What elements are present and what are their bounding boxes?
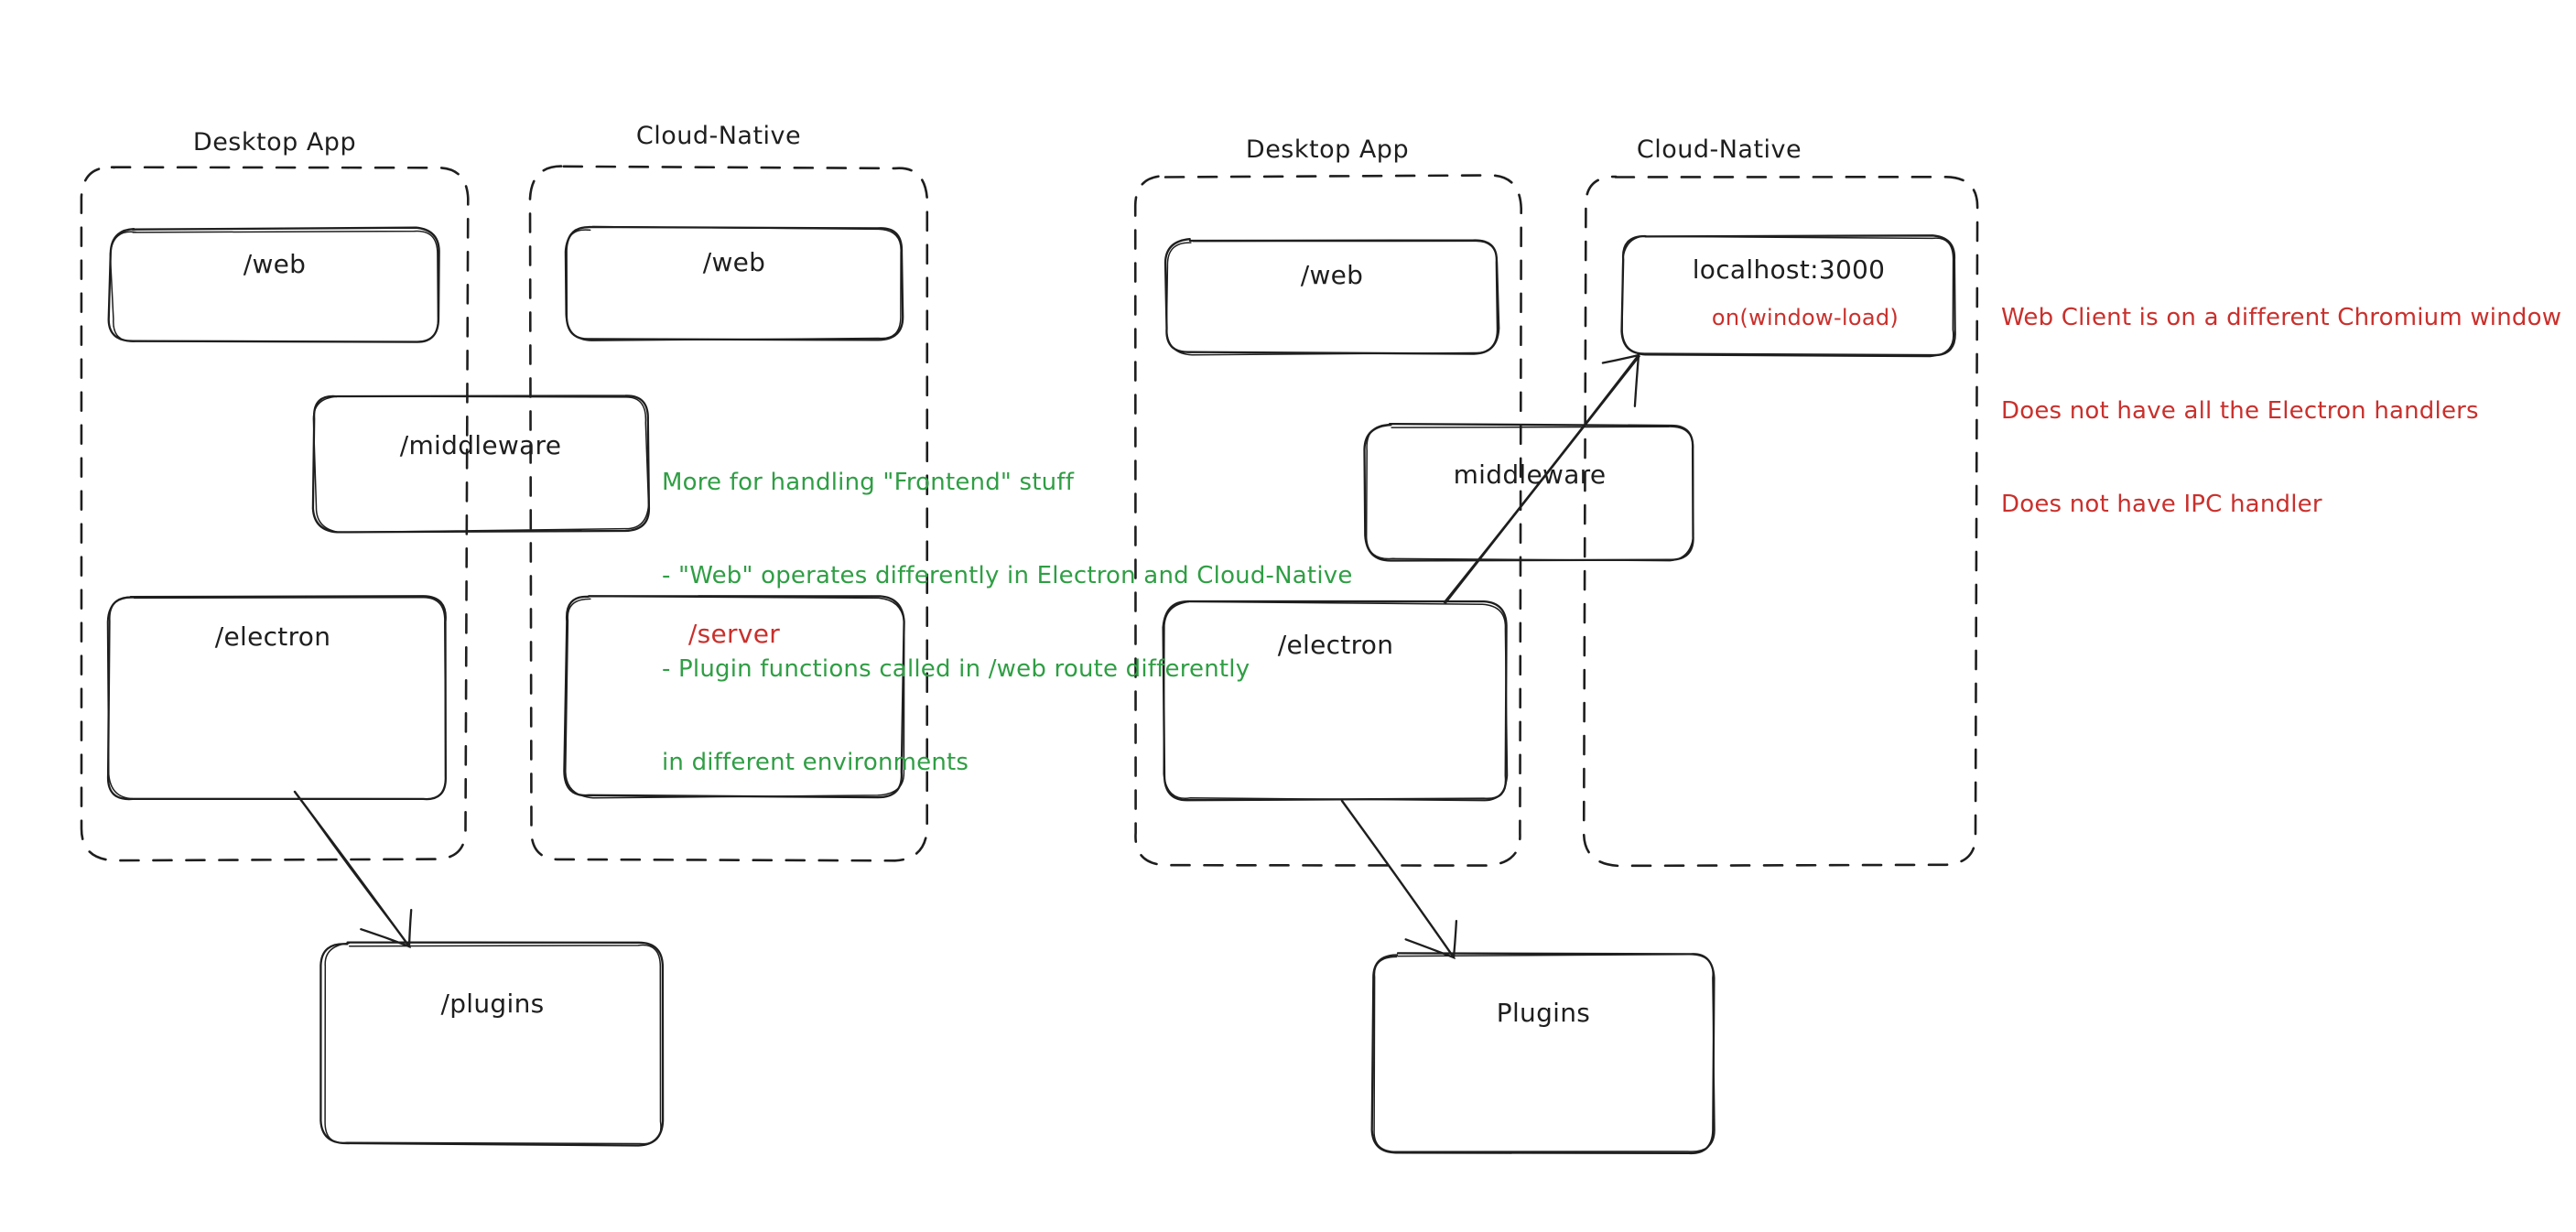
group-box-right-desktop-app (1133, 174, 1522, 867)
arrow-right-electron-to-plugins-sketch-pass (1342, 801, 1456, 959)
node-left-electron[interactable] (108, 597, 447, 800)
node-box-left-web-cloud-sketch-pass (564, 225, 902, 341)
node-left-plugins[interactable] (322, 943, 663, 1144)
group-box-right-cloud-native (1582, 175, 1979, 868)
node-left-server[interactable] (566, 597, 903, 796)
arrow-right-electron-to-localhost (1443, 353, 1640, 604)
node-box-left-server-sketch-pass (565, 595, 905, 799)
arrow-right-electron-to-localhost-head-barb-2 (1601, 353, 1640, 364)
node-box-left-middleware-sketch-pass (312, 395, 650, 534)
node-left-middleware[interactable] (313, 395, 648, 531)
arrow-right-electron-to-plugins-head-barb-2 (1452, 919, 1458, 959)
node-right-web[interactable] (1166, 240, 1498, 353)
arrow-left-electron-to-plugins-sketch-pass (295, 792, 411, 948)
arrow-right-electron-to-localhost-sketch-pass (1445, 355, 1640, 604)
node-box-right-electron-sketch-pass (1163, 600, 1509, 802)
node-box-left-plugins-sketch-pass (324, 942, 662, 1145)
node-box-left-web-desktop-sketch-pass (109, 230, 439, 342)
node-box-right-web-sketch-pass (1165, 240, 1500, 356)
node-box-right-plugins-sketch-pass (1373, 954, 1716, 1152)
node-right-plugins[interactable] (1373, 954, 1714, 1153)
arrow-left-electron-to-plugins-head-barb-2 (407, 908, 413, 948)
node-box-right-middleware-sketch-pass (1365, 423, 1694, 562)
arrow-right-electron-to-plugins-head-barb-1 (1404, 938, 1456, 959)
node-box-right-localhost-sketch-pass (1621, 235, 1954, 358)
node-box-left-plugins (319, 941, 665, 1147)
node-left-web-desktop[interactable] (110, 229, 439, 342)
arrow-left-electron-to-plugins-head-barb-1 (360, 928, 411, 948)
node-right-middleware[interactable] (1366, 425, 1694, 560)
node-right-electron[interactable] (1164, 602, 1507, 800)
node-right-localhost[interactable] (1622, 236, 1955, 355)
node-box-right-localhost (1620, 234, 1956, 357)
arrow-right-electron-to-localhost-head-barb-1 (1633, 353, 1640, 407)
node-box-left-electron-sketch-pass (106, 596, 447, 800)
node-box-right-electron (1162, 600, 1508, 802)
node-box-left-server (563, 595, 905, 799)
node-left-web-cloud[interactable] (566, 227, 903, 340)
group-box-left-cloud-native (528, 165, 929, 862)
